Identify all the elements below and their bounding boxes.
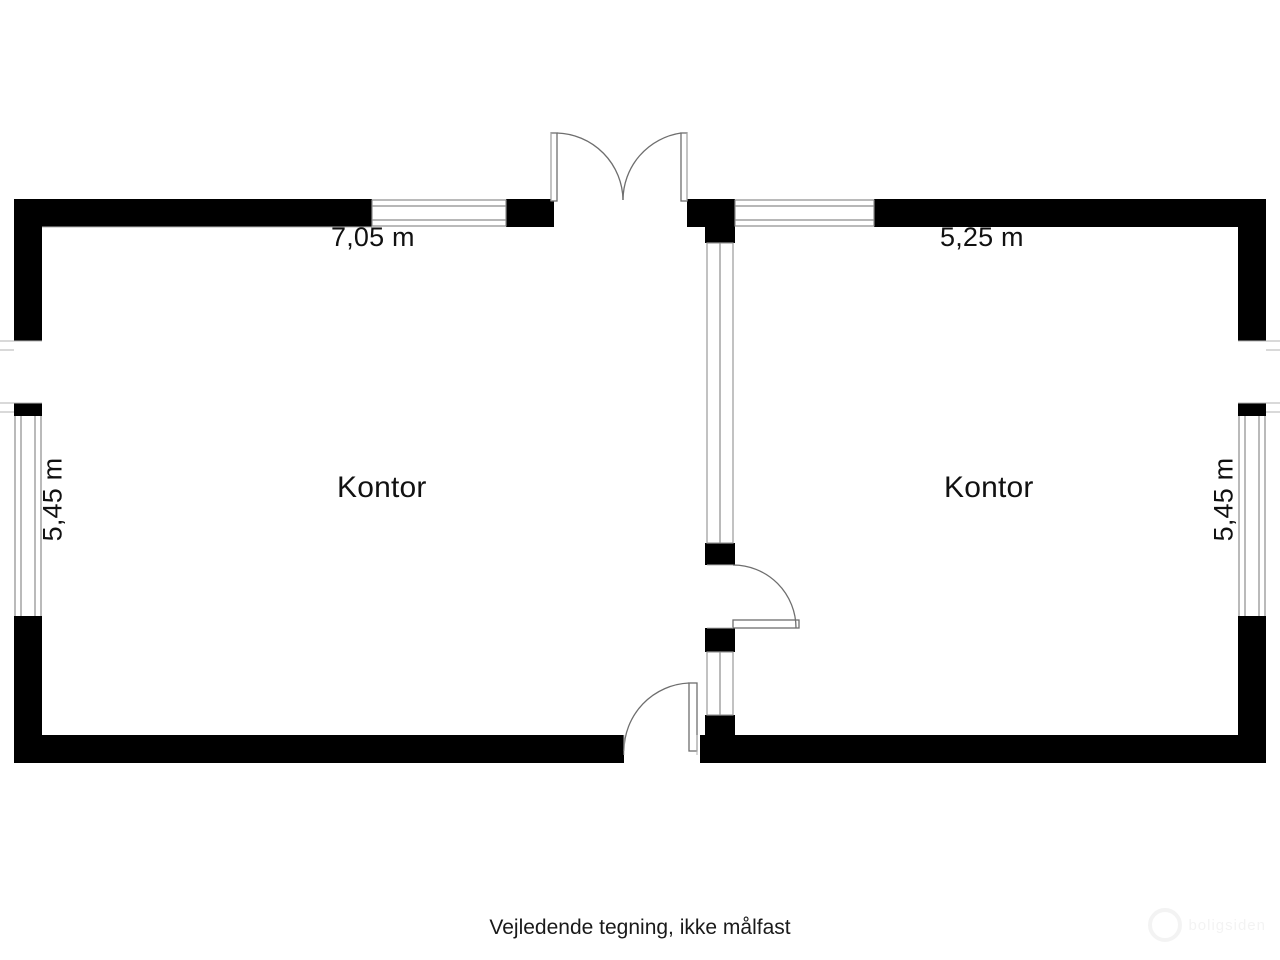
wall-right-upper	[1238, 199, 1266, 341]
door-partition	[707, 564, 800, 629]
window-right-head	[1238, 403, 1266, 416]
watermark-logo-icon	[1148, 908, 1183, 942]
door-bottom-left-jamb-hints	[623, 735, 698, 755]
dimension-right-room-height: 5,45 m	[1208, 457, 1239, 542]
window-top-left	[371, 199, 507, 227]
window-top-right-frame	[734, 199, 875, 227]
dimension-left-room-height: 5,45 m	[37, 457, 68, 542]
wall-partition-jamb-upper	[705, 543, 735, 565]
wall-partition-foot	[705, 715, 735, 739]
door-top-double	[550, 132, 688, 202]
wall-bottom-right	[700, 735, 1266, 763]
window-right-exterior	[1238, 402, 1280, 626]
right-room-walls	[687, 199, 1266, 763]
door-partition-leaf	[732, 619, 800, 629]
window-top-right	[734, 199, 875, 227]
window-left-sill	[14, 616, 42, 626]
window-right-sill	[1238, 616, 1266, 626]
window-right-extension-hint	[1238, 402, 1280, 413]
door-bottom-left	[623, 682, 698, 755]
window-left-exterior	[0, 402, 42, 626]
door-top-jambs	[550, 133, 688, 201]
wall-partition-jamb-lower	[705, 628, 735, 652]
wall-bottom-left	[14, 735, 624, 763]
window-left-extension-hint	[0, 402, 42, 413]
watermark: boligsiden	[1148, 908, 1266, 942]
dimension-right-room-width: 5,25 m	[940, 222, 1024, 252]
door-top-left-swing	[556, 132, 624, 201]
wall-left-upper	[14, 199, 42, 341]
door-top-left-leaf	[550, 132, 558, 202]
wall-top-right-segment	[874, 199, 1266, 227]
door-partition-jamb-hints	[707, 564, 733, 629]
window-left-frame	[14, 410, 42, 622]
ext-line-left-upper	[0, 340, 42, 351]
window-left-head	[14, 403, 42, 416]
wall-top-left-segment	[14, 199, 372, 227]
room-label-right: Kontor	[944, 471, 1034, 504]
plan-caption: Vejledende tegning, ikke målfast	[489, 916, 791, 939]
door-top-right-swing	[622, 132, 682, 201]
door-partition-swing	[732, 564, 797, 629]
watermark-label: boligsiden	[1188, 916, 1266, 934]
wall-top-left-pier	[506, 199, 554, 227]
corner-extension-lines	[0, 340, 1280, 351]
window-top-left-frame	[371, 199, 507, 227]
wall-partition-head	[705, 199, 735, 243]
door-bottom-left-leaf	[688, 682, 698, 752]
window-right-frame	[1238, 410, 1266, 622]
door-top-right-leaf	[680, 132, 688, 202]
dimension-left-room-width: 7,05 m	[331, 222, 415, 252]
room-label-left: Kontor	[337, 471, 427, 504]
partition-wall	[706, 242, 734, 716]
left-room-walls	[14, 199, 624, 763]
ext-line-right-upper	[1238, 340, 1280, 351]
door-bottom-left-swing	[623, 682, 690, 752]
